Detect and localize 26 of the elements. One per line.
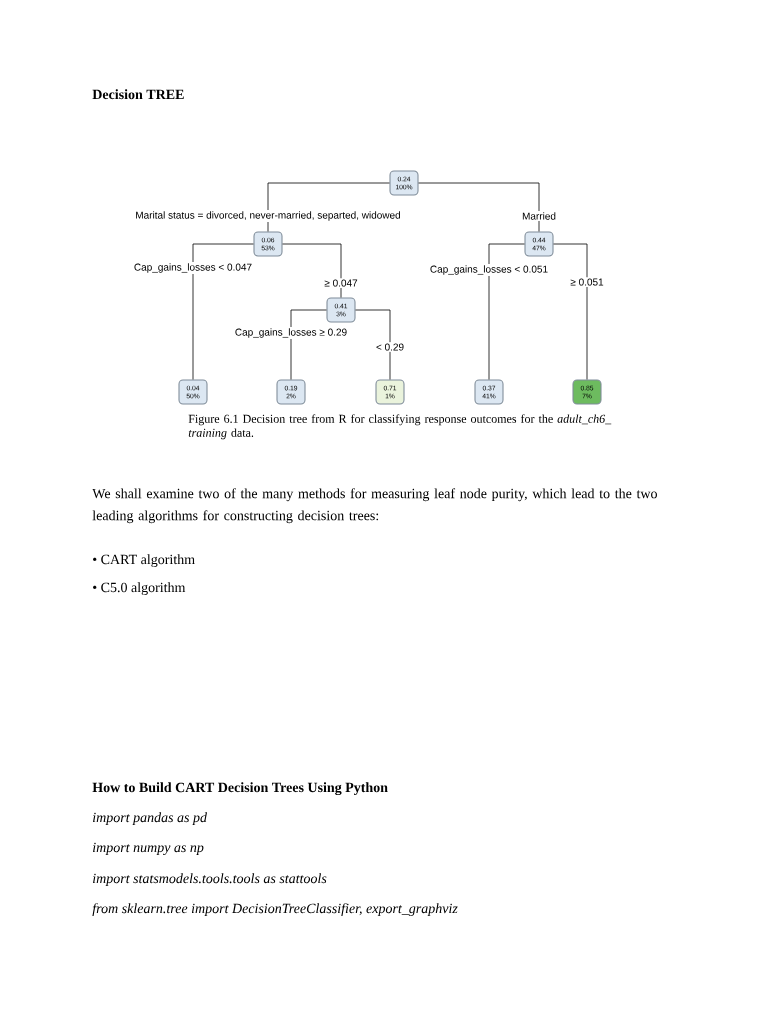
heading: Decision TREE (92, 89, 184, 100)
connector (290, 309, 327, 380)
edge-label: ≥ 0.051 (569, 277, 605, 287)
edge-label: Married (520, 211, 558, 221)
figure-caption: Figure 6.1 Decision tree from R for classifying response outcomes for the adult_ch6_ training data. (188, 414, 612, 440)
connector (418, 182, 540, 232)
bullet-item: • C5.0 algorithm (93, 582, 186, 595)
paragraph: We shall examine two of the many methods for measuring leaf node purity, which lead to the two leading algorithms for constructing decision trees: (92, 488, 657, 524)
connector (192, 243, 254, 380)
connector (553, 243, 588, 380)
code-line: import numpy as np (93, 842, 204, 855)
edge-label: Cap_gains_losses < 0.047 (132, 262, 254, 274)
code-line: import statsmodels.tools.tools as stattools (93, 873, 327, 886)
edge-label: Cap_gains_losses < 0.051 (428, 264, 550, 276)
connector (355, 309, 391, 380)
edge-label: ≥ 0.047 (323, 278, 359, 288)
section-heading: How to Build CART Decision Trees Using Python (92, 782, 388, 796)
connector (282, 243, 342, 298)
edge-label: Marital status = divorced, never-married, separted, widowed (133, 210, 403, 222)
connector (267, 182, 390, 232)
code-line: from sklearn.tree import DecisionTreeClassifier, export_graphviz (92, 903, 458, 916)
connector (488, 243, 525, 380)
bullet-item: • CART algorithm (93, 554, 195, 567)
code-line: import pandas as pd (93, 812, 207, 825)
edge-label: Cap_gains_losses ≥ 0.29 (233, 327, 349, 339)
edge-label: < 0.29 (374, 342, 406, 352)
